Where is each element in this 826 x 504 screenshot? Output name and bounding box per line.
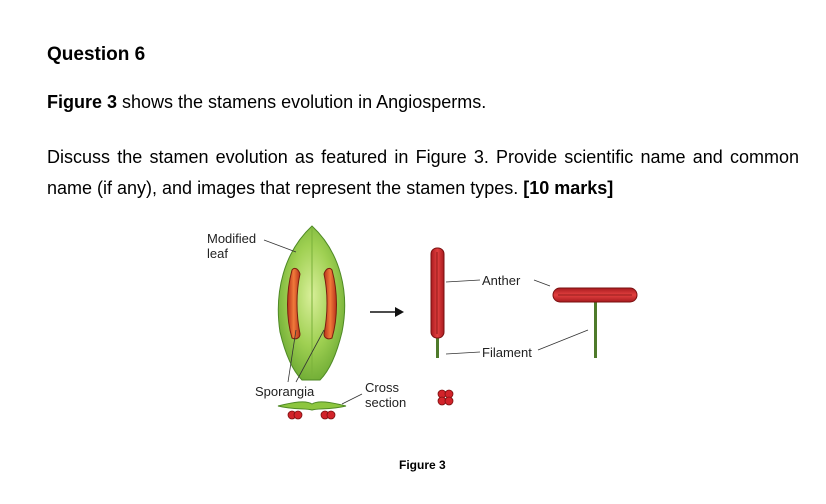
- filament-label: Filament: [482, 345, 532, 360]
- figure-3: Modified leaf Sporangia Cross section An…: [190, 222, 650, 482]
- task-text: Discuss the stamen evolution as featured…: [47, 147, 799, 198]
- sporangium-right: [323, 267, 337, 340]
- sporangium-left: [287, 267, 301, 340]
- sporangia-label: Sporangia: [255, 384, 315, 399]
- figure-reference: Figure 3: [47, 92, 118, 112]
- stamen-evolution-illustration: [263, 225, 638, 420]
- intro-text: shows the stamens evolution in Angiosper…: [117, 92, 487, 112]
- figure-caption: Figure 3: [399, 458, 446, 472]
- marks-label: [10 marks]: [523, 178, 614, 198]
- cross-section-label: Cross section: [365, 380, 407, 410]
- anther-label: Anther: [482, 273, 521, 288]
- question-title: Question 6: [47, 44, 146, 65]
- intro-line: Figure 3 shows the stamens evolution in …: [47, 92, 486, 113]
- intermediate-anther: [430, 247, 445, 339]
- modified-leaf-shape: [277, 225, 346, 381]
- task-paragraph: Discuss the stamen evolution as featured…: [47, 142, 799, 204]
- modern-filament: [594, 296, 597, 358]
- leaf-cross-section: [277, 401, 347, 411]
- modified-leaf-label: Modified leaf: [207, 231, 257, 261]
